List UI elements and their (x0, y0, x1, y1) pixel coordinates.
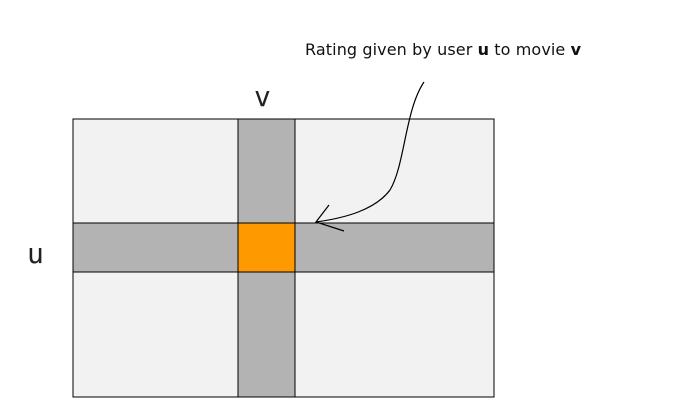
row-label: u (27, 237, 44, 270)
annotation-prefix: Rating given by user (305, 40, 478, 59)
annotation-user-var: u (477, 40, 490, 59)
column-label: v (254, 80, 271, 113)
arrow-curve (315, 81, 425, 223)
annotation-movie-var: v (570, 40, 582, 59)
selected-cell (237, 222, 296, 273)
annotation-middle: to movie (489, 40, 571, 59)
arrow-head (315, 204, 345, 232)
cell-annotation: Rating given by user u to movie v (305, 40, 581, 59)
